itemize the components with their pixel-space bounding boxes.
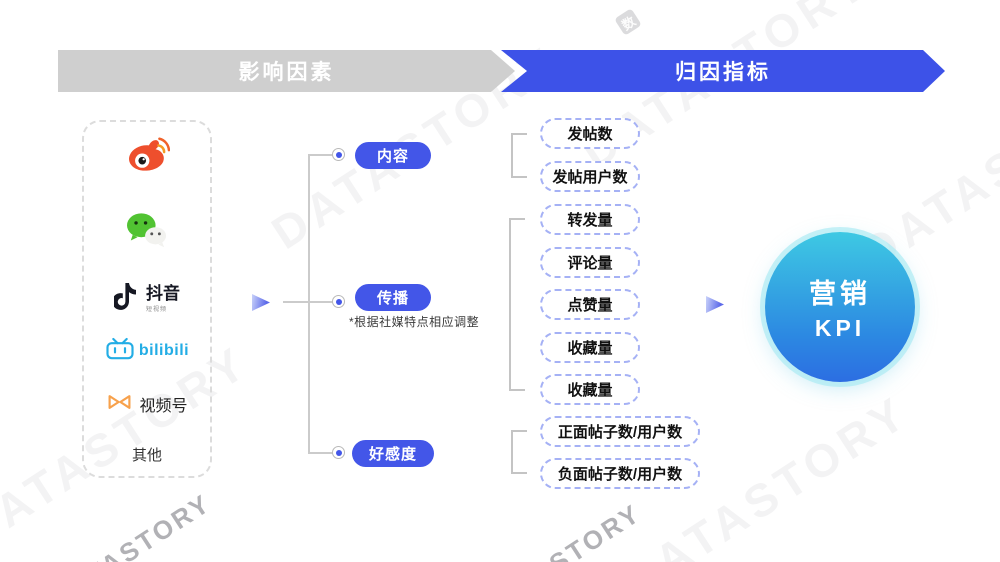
weibo-icon [124,134,171,179]
metric-pill: 收藏量 [540,374,640,405]
platform-weibo [82,132,212,180]
kpi-title: 营销 [809,279,871,309]
group-bracket [511,133,527,178]
kpi-subtitle: KPI [814,315,866,341]
shipinhao-label: 视频号 [139,398,188,415]
metric-pill: 发帖用户数 [540,161,640,192]
metric-pill: 收藏量 [540,332,640,363]
factor-pill-content: 内容 [355,142,431,169]
tree-node-bullet [332,446,345,459]
left-banner-title: 影响因素 [238,61,335,84]
tree-branch-line [308,452,333,454]
platform-wechat [82,210,212,256]
tree-trunk-line [308,155,310,453]
kpi-circle: 营销 KPI [765,232,915,382]
platform-shipinhao: 视频号 [82,390,212,418]
bilibili-label: bilibili [138,342,190,359]
douyin-sublabel: 短视频 [146,307,168,313]
metric-pill: 点赞量 [540,289,640,320]
arrow-right-icon [706,296,724,313]
douyin-icon [112,282,140,317]
right-banner: 归因指标 [501,50,945,92]
wechat-icon [123,211,171,256]
tree-branch-line [308,154,333,156]
shipinhao-icon [106,391,133,418]
tree-branch-line [283,301,333,303]
arrow-right-icon [252,294,270,311]
douyin-label: 抖音 [146,284,180,303]
metric-pill: 正面帖子数/用户数 [540,416,700,447]
left-banner: 影响因素 [58,50,515,92]
platform-bilibili: bilibili [82,336,212,366]
platforms-panel [82,120,212,478]
platform-other: 其他 [82,444,212,464]
tree-node-bullet [332,295,345,308]
group-bracket [509,218,525,391]
watermark-logo-icon: 数 [614,8,642,36]
platform-douyin: 抖音 短视频 [82,281,212,317]
factor-pill-favorability: 好感度 [352,440,434,467]
metric-pill: 评论量 [540,247,640,278]
metric-pill: 负面帖子数/用户数 [540,458,700,489]
metric-pill: 发帖数 [540,118,640,149]
bilibili-icon [105,336,135,367]
other-label: 其他 [131,446,162,464]
tree-node-bullet [332,148,345,161]
group-bracket [511,430,527,474]
watermark-text-dark: DATASTORY [476,497,647,562]
right-banner-title: 归因指标 [675,61,771,84]
factor-pill-spread: 传播 [355,284,431,311]
metric-pill: 转发量 [540,204,640,235]
factor-note: *根据社媒特点相应调整 [349,315,480,329]
